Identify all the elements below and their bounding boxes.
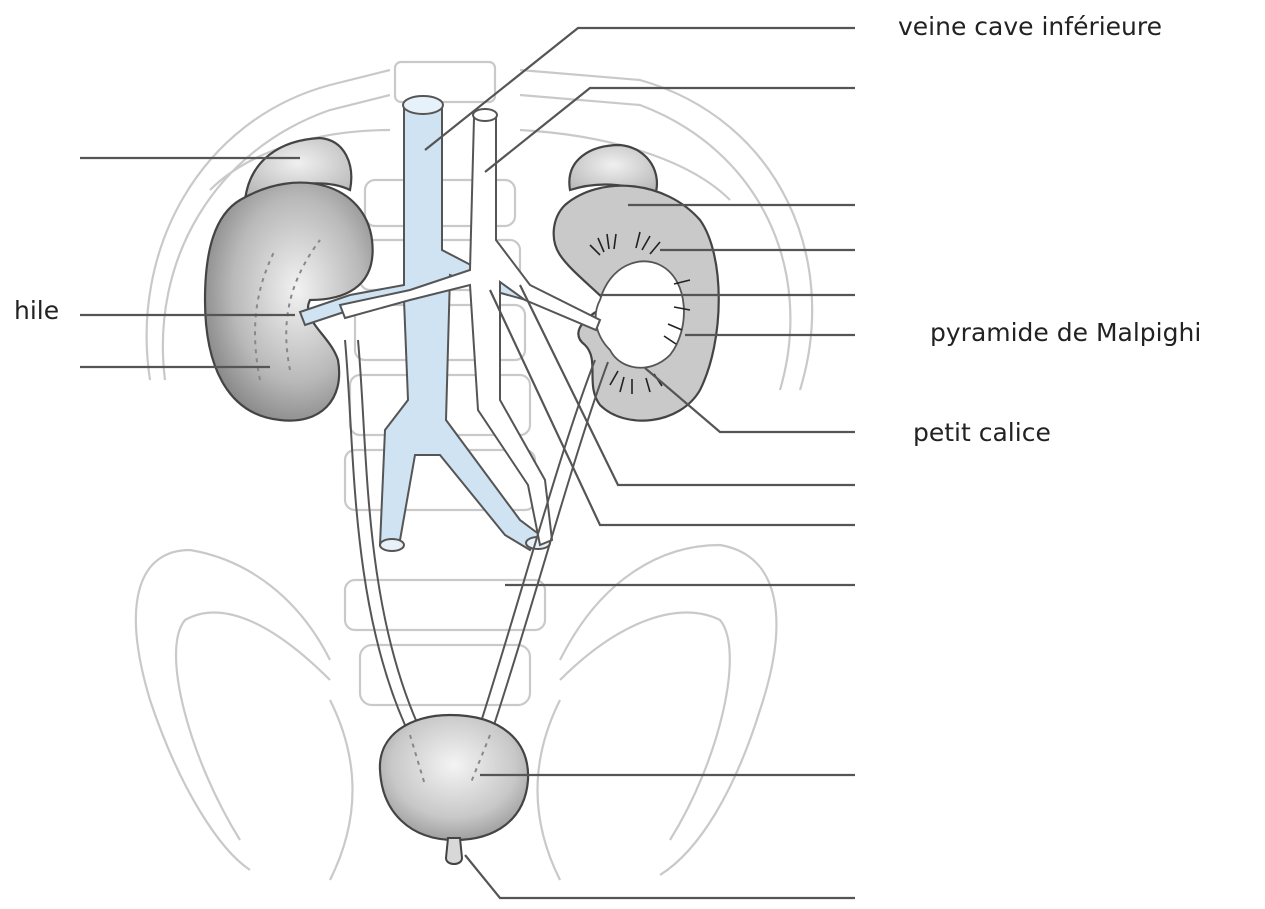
pelvis-left-inner — [560, 613, 730, 841]
urethra — [446, 838, 462, 864]
leader-line-aorta — [485, 88, 855, 172]
label-hile: hile — [14, 298, 59, 323]
iliac-vein-right-end — [380, 539, 404, 551]
vena-cava-opening-top — [403, 96, 443, 114]
pelvis-left — [560, 545, 776, 875]
label-petit-calice: petit calice — [913, 420, 1051, 445]
bladder — [380, 715, 528, 840]
aorta-opening-top — [473, 109, 497, 121]
leader-line-urethra — [465, 855, 855, 898]
label-veine-cave-inferieure: veine cave inférieure — [898, 14, 1162, 39]
pelvis-right-inner — [176, 613, 330, 841]
pelvis-right — [136, 550, 330, 870]
spine-top — [395, 62, 495, 102]
vertebra-6 — [345, 580, 545, 630]
label-pyramide-de-malpighi: pyramide de Malpighi — [930, 320, 1201, 345]
